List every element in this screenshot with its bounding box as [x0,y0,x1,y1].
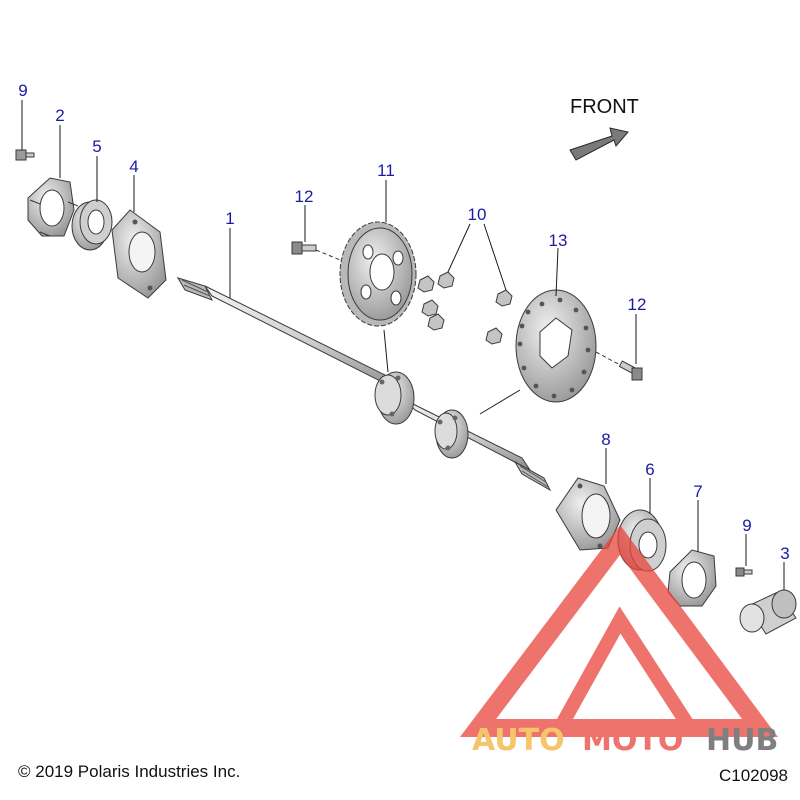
retainer-plate-left [27,177,79,237]
callout-11: 11 [377,161,395,180]
front-arrow-icon [569,127,629,161]
watermark-logo: AUTO MOTO HUB [459,524,778,758]
callout-4: 4 [129,157,138,176]
axle-shaft [176,277,552,492]
callout-5: 5 [92,137,101,156]
bearing-left [71,199,113,251]
front-direction-indicator: FRONT [569,96,639,161]
bearing-housing-left [111,209,167,299]
callout-9-right: 9 [742,516,751,535]
callout-8: 8 [601,430,610,449]
callout-12-right: 12 [628,295,647,314]
nuts [417,271,513,345]
retainer-plate-right [667,549,717,607]
bolt-left [15,149,35,161]
bolt-upper [291,241,346,263]
bolt-right [595,351,643,381]
copyright-text: © 2019 Polaris Industries Inc. [18,762,241,781]
callout-10: 10 [468,205,487,224]
callout-6: 6 [645,460,654,479]
brake-disc [515,289,597,403]
callout-3: 3 [780,544,789,563]
callouts: 9 2 5 4 1 12 11 10 13 12 8 6 7 9 3 [18,81,789,563]
callout-2: 2 [55,106,64,125]
spacer-sleeve [739,589,797,635]
watermark-auto: AUTO [472,723,565,758]
watermark-moto: MOTO [582,723,683,758]
callout-12-upper: 12 [295,187,314,206]
leader-lines [21,100,785,590]
watermark-hub: HUB [706,723,778,758]
diagram-id: C102098 [718,766,788,785]
callout-7: 7 [693,482,702,501]
front-label: FRONT [570,96,639,118]
callout-1: 1 [225,209,234,228]
bolt-right-small [735,567,753,577]
callout-13: 13 [549,231,568,250]
bearing-housing-right [555,477,621,551]
sprocket [339,221,417,327]
callout-9-left: 9 [18,81,27,100]
